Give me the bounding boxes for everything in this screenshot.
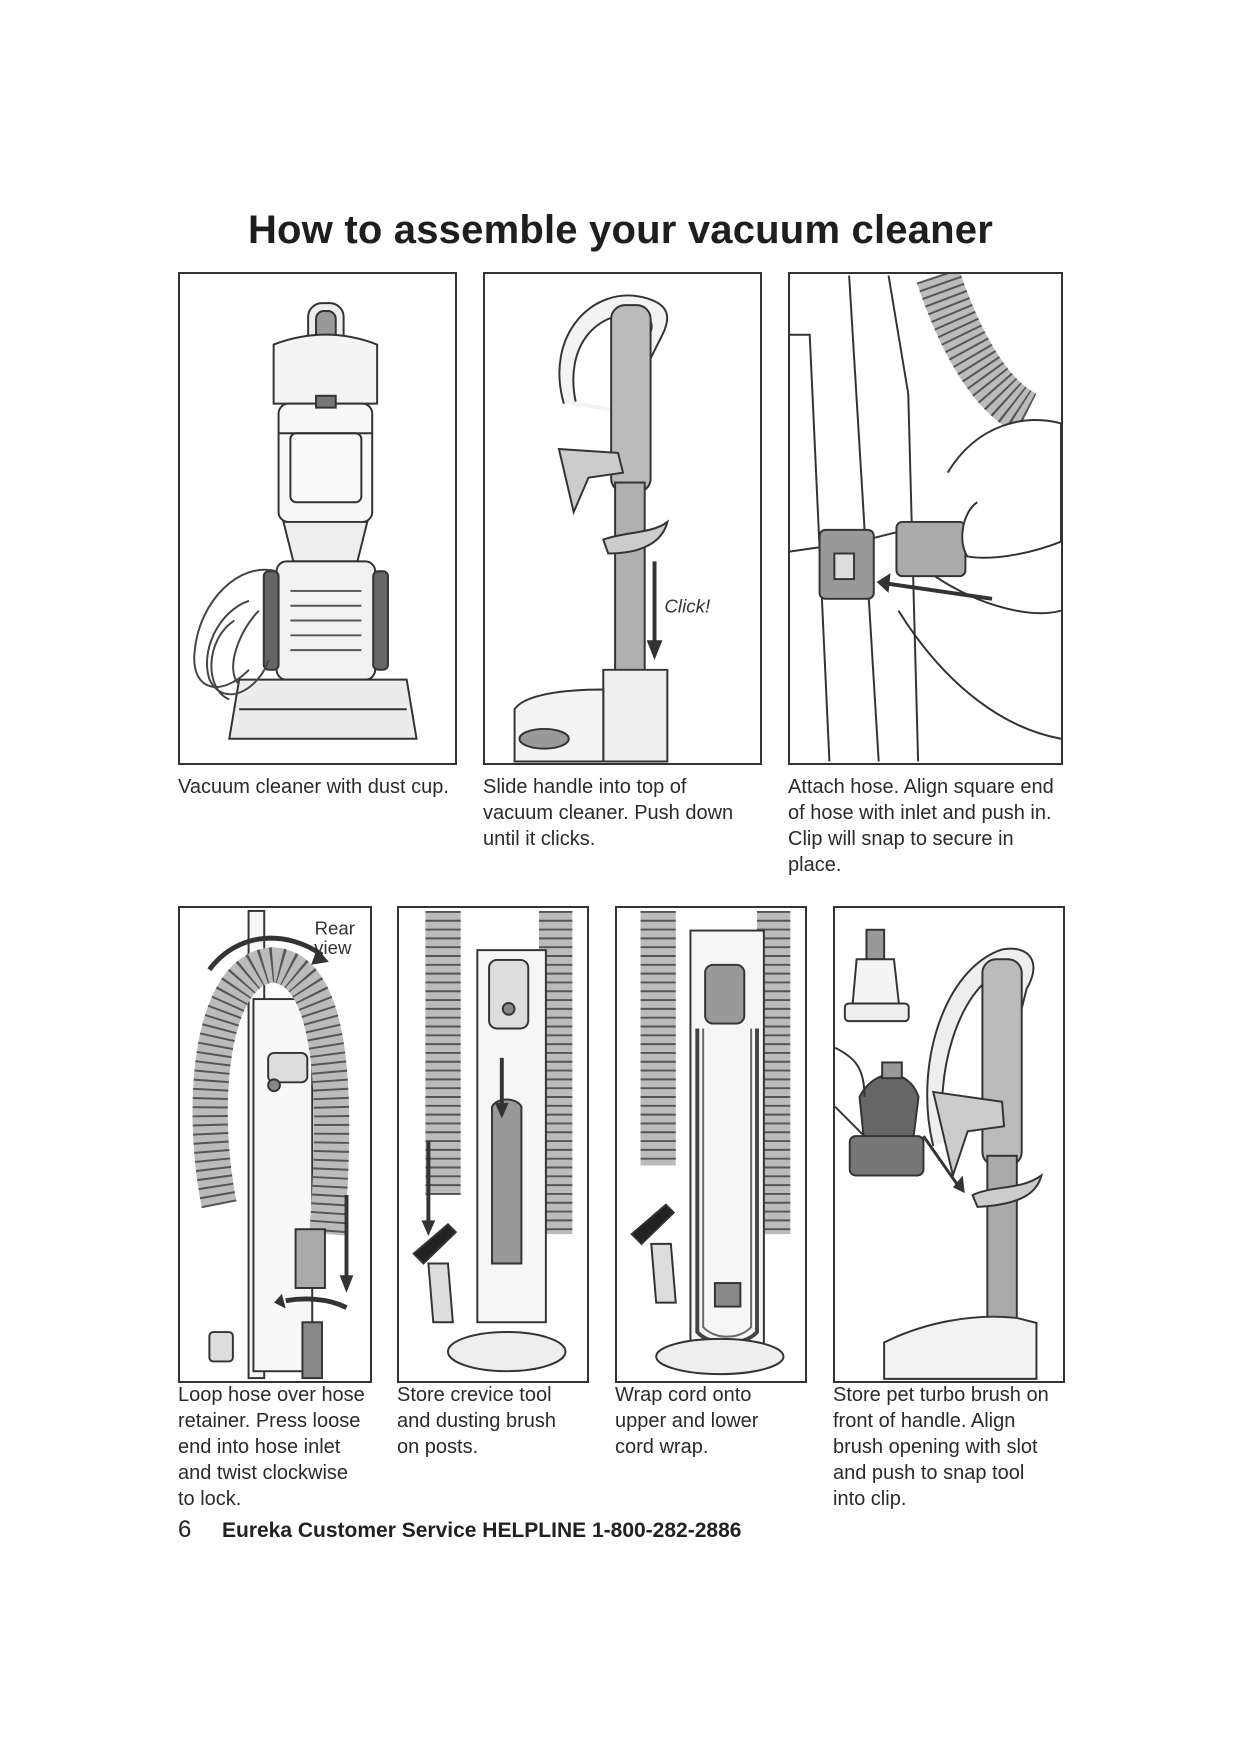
turbo-brush-storage-image [835,908,1063,1381]
step-1-illustration [178,272,457,765]
step-2-caption: Slide handle into top of vacuum cleaner.… [483,774,773,852]
page-number: 6 [178,1516,222,1544]
hose-attach-image [790,274,1061,763]
step-7-caption: Store pet turbo brush on front of handle… [833,1382,1073,1512]
step-2-illustration: Click! [483,272,762,765]
step-4-caption: Loop hose over hose retainer. Press loos… [178,1382,378,1512]
click-label: Click! [664,596,711,617]
step-7-illustration [833,906,1065,1383]
step-5-caption: Store crevice tool and dusting brush on … [397,1382,597,1460]
step-1-caption: Vacuum cleaner with dust cup. [178,774,468,800]
vacuum-cleaner-image [180,274,455,763]
step-6-illustration [615,906,807,1383]
handle-install-image: Click! [485,274,760,763]
helpline-text: Eureka Customer Service HELPLINE 1-800-2… [222,1519,741,1542]
page-title: How to assemble your vacuum cleaner [0,208,1241,253]
step-3-illustration [788,272,1063,765]
tool-storage-image [399,908,587,1381]
step-3-caption: Attach hose. Align square end of hose wi… [788,774,1078,878]
step-6-caption: Wrap cord onto upper and lower cord wrap… [615,1382,815,1460]
cord-wrap-image [617,908,805,1381]
step-5-illustration [397,906,589,1383]
